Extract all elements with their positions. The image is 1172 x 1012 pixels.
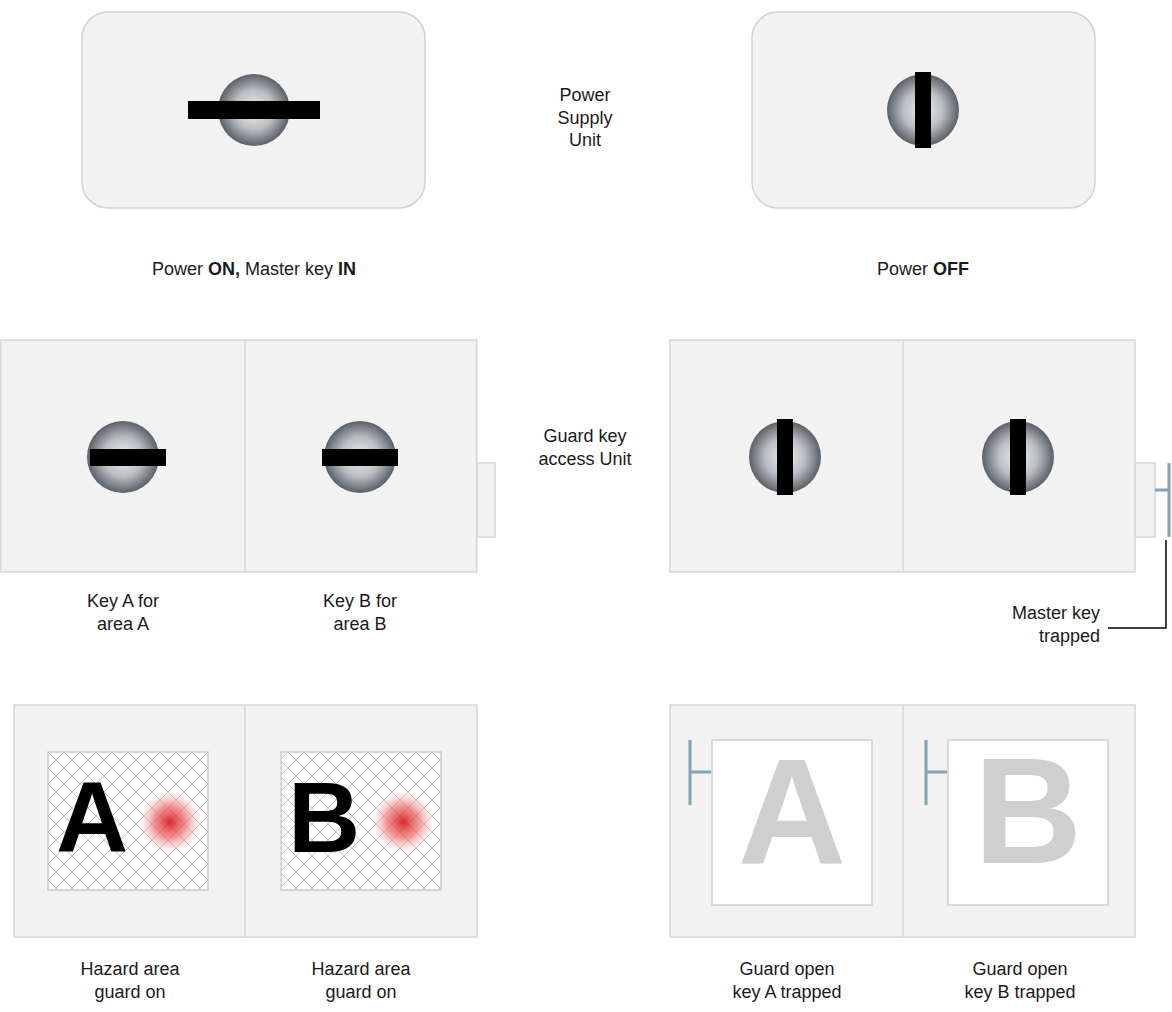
power-supply-panel — [752, 12, 1095, 208]
caption-text: Hazard area guard on — [296, 958, 426, 1003]
caption-text: Master key trapped — [1000, 602, 1100, 647]
panel-divider — [244, 705, 246, 937]
unit-tab — [477, 463, 495, 537]
key-bar — [188, 101, 320, 119]
caption-text: Key B for area B — [314, 590, 406, 635]
emphasis: IN — [338, 259, 356, 279]
panel-node: AGuard open key A trapped — [670, 705, 903, 937]
caption-text: Guard open key A trapped — [726, 958, 848, 1003]
hazard-glow — [138, 790, 202, 854]
caption-text: Power ON, Master key IN — [104, 258, 404, 281]
caption-text: Guard key access Unit — [535, 425, 635, 470]
key-bar — [90, 449, 166, 466]
panel-node: Power OFF — [752, 12, 1095, 208]
area-letter: B — [279, 767, 369, 867]
key-bar — [777, 419, 793, 495]
panel-divider — [244, 340, 246, 572]
guard-key-panel — [670, 340, 1135, 572]
caption-text: Power Supply Unit — [545, 84, 625, 152]
power-supply-panel — [82, 12, 425, 208]
area-letter: A — [47, 767, 137, 867]
guard-mesh — [48, 752, 208, 890]
area-letter: B — [958, 736, 1098, 886]
caption-text: Key A for area A — [77, 590, 169, 635]
guard-key-panel — [1, 340, 477, 572]
key-bar — [322, 449, 398, 466]
master-key-symbol — [1155, 463, 1169, 537]
unit-tab — [1135, 463, 1155, 537]
area-letter: A — [722, 736, 862, 886]
panel-node: BGuard open key B trapped — [903, 705, 1135, 937]
caption-text: Power OFF — [773, 258, 1073, 281]
caption-text: Guard open key B trapped — [959, 958, 1081, 1003]
emphasis: ON, — [208, 259, 240, 279]
panel-divider — [902, 340, 904, 572]
hazard-panel — [670, 705, 1135, 937]
hazard-glow — [371, 790, 435, 854]
panel-node: BHazard area guard on — [245, 705, 477, 937]
panel-node: AHazard area guard on — [14, 705, 245, 937]
trapped-key-symbol — [926, 740, 947, 805]
key-bar — [1010, 419, 1026, 495]
caption-text: Hazard area guard on — [65, 958, 195, 1003]
leader-line — [1108, 540, 1166, 628]
panel-node: Power ON, Master key IN — [82, 12, 425, 208]
panel-divider — [902, 705, 904, 937]
panel-node: Key B for area B — [245, 340, 477, 572]
panel-node: Key A for area A — [0, 340, 245, 572]
emphasis: OFF — [933, 259, 969, 279]
hazard-panel — [14, 705, 477, 937]
key-bar — [915, 72, 931, 148]
trapped-key-symbol — [690, 740, 711, 805]
